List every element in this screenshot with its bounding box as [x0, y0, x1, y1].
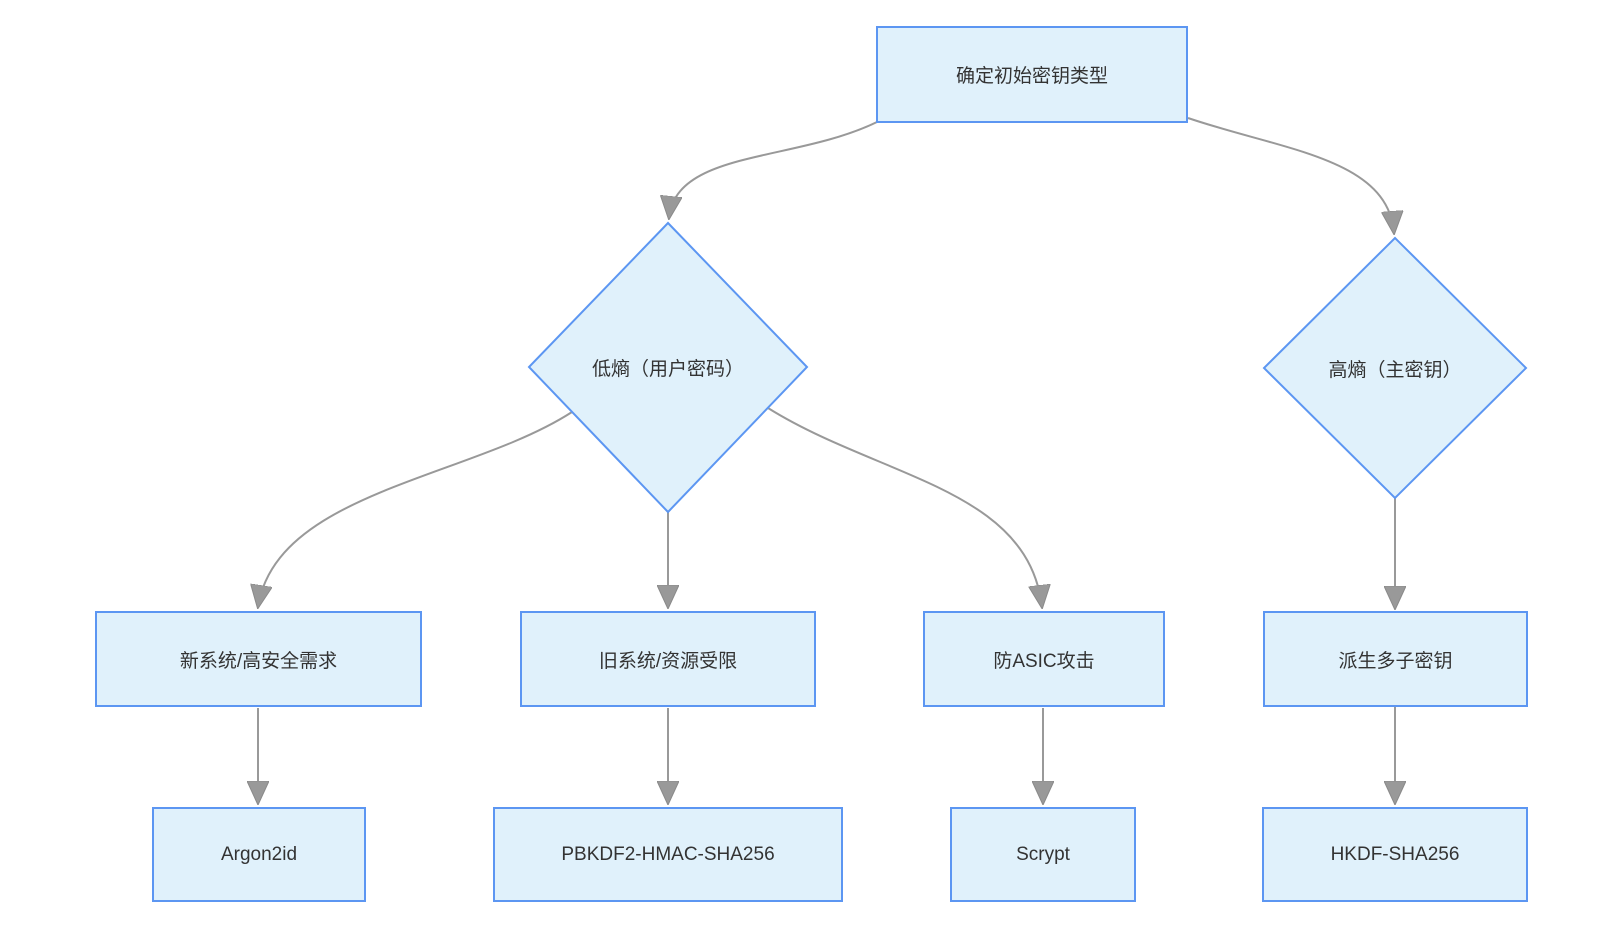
node-scrypt-label: Scrypt: [1016, 843, 1070, 865]
node-root: 确定初始密钥类型: [876, 26, 1188, 123]
edge-low-entropy-new-system: [258, 411, 573, 607]
node-scrypt: Scrypt: [950, 807, 1136, 902]
node-anti-asic: 防ASIC攻击: [923, 611, 1165, 707]
node-hkdf: HKDF-SHA256: [1262, 807, 1528, 902]
node-low-entropy-diamond-shape: [527, 221, 809, 514]
edge-low-entropy-anti-asic: [767, 407, 1042, 607]
node-old-system: 旧系统/资源受限: [520, 611, 816, 707]
node-derive-subkeys-label: 派生多子密钥: [1338, 650, 1453, 672]
node-hkdf-label: HKDF-SHA256: [1330, 843, 1460, 865]
node-pbkdf2-label: PBKDF2-HMAC-SHA256: [561, 843, 775, 865]
edge-root-high-entropy: [1187, 117, 1394, 233]
node-root-label: 确定初始密钥类型: [955, 66, 1108, 87]
node-pbkdf2: PBKDF2-HMAC-SHA256: [493, 807, 843, 902]
node-high-entropy-diamond-shape: [1262, 236, 1528, 500]
node-argon2id-label: Argon2id: [220, 843, 298, 865]
node-new-system: 新系统/高安全需求: [95, 611, 422, 707]
node-derive-subkeys: 派生多子密钥: [1263, 611, 1528, 707]
node-anti-asic-label: 防ASIC攻击: [993, 650, 1095, 672]
node-new-system-label: 新系统/高安全需求: [179, 650, 338, 672]
edge-root-low-entropy: [669, 121, 878, 218]
node-argon2id: Argon2id: [152, 807, 366, 902]
node-old-system-label: 旧系统/资源受限: [598, 650, 738, 672]
